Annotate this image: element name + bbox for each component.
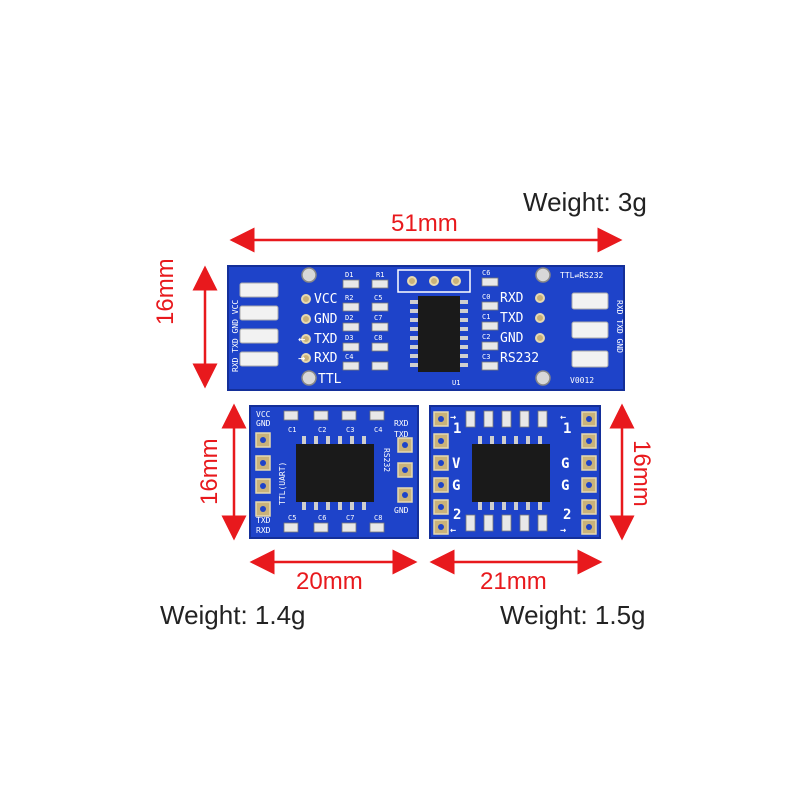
dim-label-right-width: 21mm bbox=[480, 568, 547, 595]
svg-text:←: ← bbox=[560, 412, 566, 423]
svg-text:C6: C6 bbox=[318, 514, 326, 522]
svg-text:→: → bbox=[450, 412, 456, 423]
right-board-mark-g-right-2: G bbox=[561, 478, 569, 494]
right-board-mark-1-left: 1 bbox=[453, 421, 461, 437]
dim-label-long-height: 16mm bbox=[152, 258, 179, 325]
long-left-edge-labels: RXD TXD GND VCC bbox=[231, 300, 240, 372]
svg-text:U1: U1 bbox=[452, 379, 460, 387]
long-left-label-vcc: VCC bbox=[314, 292, 337, 307]
svg-text:D1: D1 bbox=[345, 271, 353, 279]
svg-text:←: ← bbox=[298, 332, 305, 346]
svg-text:C8: C8 bbox=[374, 334, 382, 342]
svg-text:C1: C1 bbox=[288, 426, 296, 434]
dim-label-left-height: 16mm bbox=[196, 438, 223, 505]
svg-text:C4: C4 bbox=[374, 426, 382, 434]
long-left-label-rxd: RXD bbox=[314, 351, 338, 366]
long-right-label-gnd: GND bbox=[500, 331, 524, 346]
svg-text:C5: C5 bbox=[374, 294, 382, 302]
long-right-label-rs232: RS232 bbox=[500, 351, 539, 366]
long-board-version: V0012 bbox=[570, 376, 594, 385]
long-left-label-txd: TXD bbox=[314, 332, 338, 347]
svg-text:D3: D3 bbox=[345, 334, 353, 342]
dim-label-long-width: 51mm bbox=[391, 210, 458, 237]
left-board-side-label-right: RS232 bbox=[382, 448, 391, 472]
long-left-label-ttl: TTL bbox=[318, 372, 342, 387]
left-board-txd-bottom: TXD bbox=[256, 516, 271, 525]
svg-text:C5: C5 bbox=[288, 514, 296, 522]
svg-text:C7: C7 bbox=[374, 314, 382, 322]
weight-long-board: Weight: 3g bbox=[523, 187, 647, 217]
long-left-label-gnd: GND bbox=[314, 312, 338, 327]
left-pcb-board: VCC GND RXD TXD GND TXD RXD TTL(UART) RS… bbox=[249, 405, 419, 539]
dimension-lines bbox=[192, 227, 635, 575]
right-board-mark-2-left: 2 bbox=[453, 507, 461, 523]
svg-text:C2: C2 bbox=[482, 333, 490, 341]
svg-text:R2: R2 bbox=[345, 294, 353, 302]
left-board-rxd-right: RXD bbox=[394, 419, 409, 428]
svg-text:C6: C6 bbox=[482, 269, 490, 277]
svg-text:C4: C4 bbox=[345, 353, 353, 361]
svg-text:R1: R1 bbox=[376, 271, 384, 279]
left-board-side-label: TTL(UART) bbox=[278, 462, 287, 505]
right-board-mark-g-right-1: G bbox=[561, 456, 569, 472]
svg-text:C2: C2 bbox=[318, 426, 326, 434]
svg-text:→: → bbox=[560, 525, 566, 536]
long-board-title: TTL⇌RS232 bbox=[560, 271, 604, 280]
weight-right-board: Weight: 1.5g bbox=[500, 600, 646, 630]
svg-text:C7: C7 bbox=[346, 514, 354, 522]
long-right-label-rxd: RXD bbox=[500, 291, 524, 306]
left-board-txd-right: TXD bbox=[394, 430, 409, 439]
left-board-vcc: VCC bbox=[256, 410, 271, 419]
svg-text:→: → bbox=[298, 351, 305, 365]
left-board-gnd-right: GND bbox=[394, 506, 409, 515]
svg-text:D2: D2 bbox=[345, 314, 353, 322]
long-right-label-txd: TXD bbox=[500, 311, 524, 326]
svg-text:C3: C3 bbox=[482, 353, 490, 361]
right-board-mark-v: V bbox=[452, 456, 461, 472]
right-board-mark-2-right: 2 bbox=[563, 507, 571, 523]
left-board-gnd: GND bbox=[256, 419, 271, 428]
svg-text:C1: C1 bbox=[482, 313, 490, 321]
svg-text:C8: C8 bbox=[374, 514, 382, 522]
right-board-mark-1-right: 1 bbox=[563, 421, 571, 437]
long-right-edge-labels: RXD TXD GND bbox=[615, 300, 624, 353]
weight-left-board: Weight: 1.4g bbox=[160, 600, 306, 630]
left-board-rxd-bottom: RXD bbox=[256, 526, 271, 535]
right-pcb-board: 1 V G 2 1 G G 2 → ← ← → bbox=[429, 405, 601, 539]
dim-label-right-height: 16mm bbox=[628, 440, 655, 507]
svg-text:C0: C0 bbox=[482, 293, 490, 301]
svg-text:C3: C3 bbox=[346, 426, 354, 434]
svg-text:←: ← bbox=[450, 525, 456, 536]
long-pcb-board: RXD TXD GND VCC RXD TXD GND VCC GND TXD … bbox=[227, 265, 625, 391]
dim-label-left-width: 20mm bbox=[296, 568, 363, 595]
right-board-mark-g-left: G bbox=[452, 478, 460, 494]
